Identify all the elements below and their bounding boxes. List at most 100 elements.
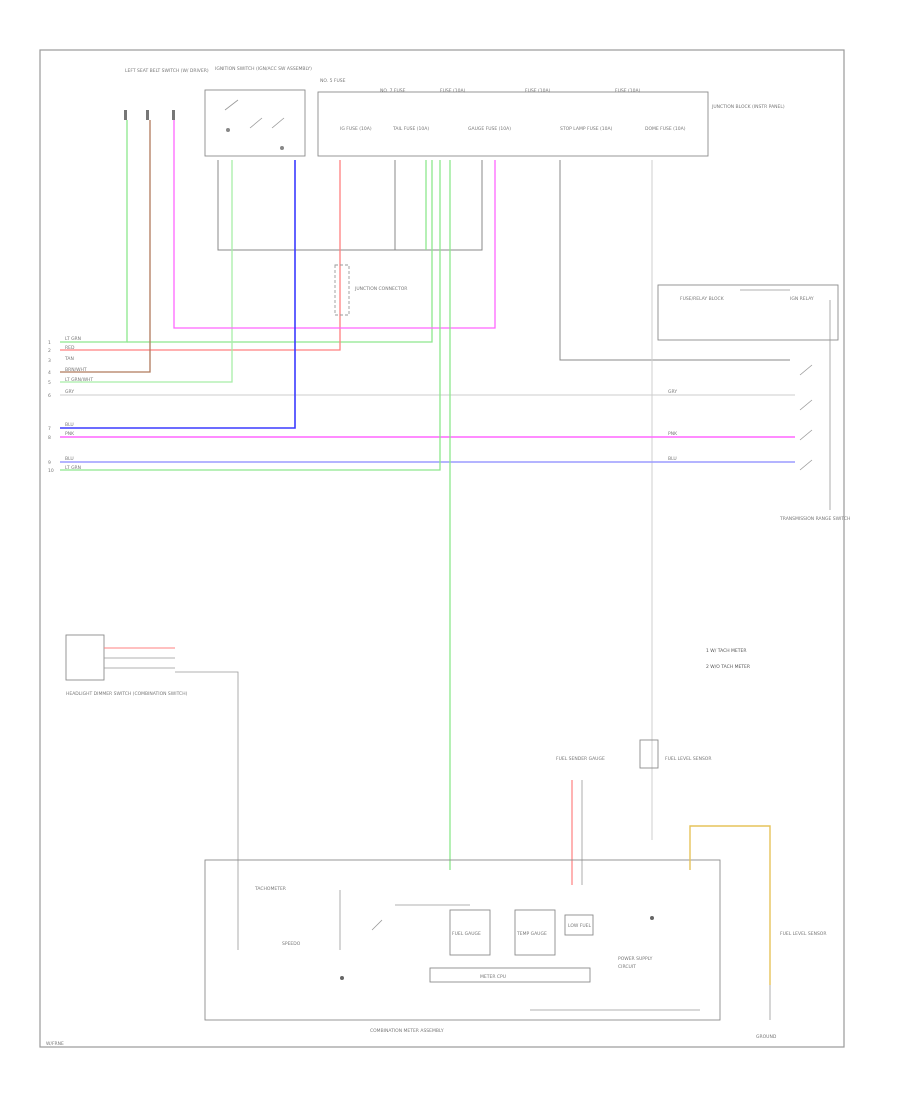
meter-cpu-box	[429, 967, 591, 983]
junction-block-label: JUNCTION BLOCK (INSTR PANEL)	[711, 104, 785, 110]
ignition-relay-label: IGN RELAY	[790, 296, 814, 302]
relay-block-label: FUSE/RELAY BLOCK	[680, 296, 725, 302]
wire-color-label: GRY	[65, 389, 74, 395]
switch-contact	[249, 117, 263, 129]
fuse-label: FUSE (10A)	[525, 88, 551, 94]
temp-gauge-label: TEMP GAUGE	[516, 931, 547, 937]
wire-color-labels: LT GRN RED TAN BRN/WHT LT GRN/WHT GRY BL…	[64, 336, 93, 471]
headlamp-switch: HEADLIGHT DIMMER SWITCH (COMBINATION SWI…	[65, 634, 239, 950]
left-pin-labels: 1 2 3 4 5 6 7 8 9 10	[48, 340, 54, 474]
switch-contact	[799, 399, 813, 411]
tach-label: TACHOMETER	[254, 886, 286, 892]
fuel-level-sensor-label: FUEL LEVEL SENSOR	[665, 756, 711, 762]
relay-block-box	[657, 284, 839, 341]
wire-color-label: PNK	[65, 431, 75, 437]
temp-gauge-box	[514, 909, 556, 956]
wire-color-label: BRN/WHT	[65, 367, 87, 373]
fuel-sender-label: FUEL SENDER GAUGE	[556, 756, 605, 762]
wire-color-label: PNK	[668, 431, 678, 437]
power-supply-label: POWER SUPPLY	[618, 956, 653, 962]
pin-label: 4	[48, 370, 51, 376]
left-seatbelt-switch: LEFT SEAT BELT SWITCH (W/ DRIVER)	[124, 68, 209, 120]
wire-color-label: LT GRN/WHT	[65, 377, 93, 383]
junction-connector: JUNCTION CONNECTOR	[334, 264, 407, 316]
wire-red	[60, 160, 341, 351]
pin-label: 10	[48, 468, 54, 474]
wire-color-label: LT GRN	[65, 336, 81, 342]
pin-label: 1	[48, 340, 51, 346]
switch-contact	[799, 459, 813, 471]
fuel-gauge-box	[449, 909, 491, 956]
ignition-switch-box	[204, 89, 306, 157]
switch-node	[226, 128, 230, 132]
node	[650, 916, 654, 920]
combination-meter: COMBINATION METER ASSEMBLY FUEL GAUGE TE…	[204, 859, 721, 1034]
circuit-label: CIRCUIT	[618, 964, 636, 970]
relay-block: FUSE/RELAY BLOCK IGN RELAY	[657, 284, 839, 341]
wire-color-label: BLU	[668, 456, 677, 462]
switch-node	[280, 146, 284, 150]
pin-label: 9	[48, 460, 51, 466]
low-fuel-label: LOW FUEL	[568, 923, 591, 929]
low-fuel-box	[564, 914, 594, 936]
switch-contact	[799, 429, 813, 441]
headlamp-switch-box	[65, 634, 105, 681]
junction-block: NO. 5 FUSE NO. 7 FUSE FUSE (10A) FUSE (1…	[317, 78, 785, 157]
fuel-level-sensor: FUEL LEVEL SENSOR	[639, 739, 711, 769]
legend-item: 1 W/ TACH METER	[706, 648, 747, 654]
junction-block-box	[317, 91, 709, 157]
fuel-tank-circuit: FUEL LEVEL SENSOR GROUND	[689, 825, 826, 1040]
pin-label: 7	[48, 426, 51, 432]
fuse-wire-gray	[559, 160, 790, 361]
pin-label: 5	[48, 380, 51, 386]
connector-pin	[146, 110, 149, 120]
wire-yellow	[689, 825, 771, 985]
wire-blue	[60, 160, 296, 429]
combination-meter-label: COMBINATION METER ASSEMBLY	[370, 1028, 444, 1034]
fuse-label: IG FUSE (10A)	[340, 126, 372, 132]
gray-bus-wires	[217, 160, 790, 840]
wire-green-long	[60, 160, 441, 471]
wire-color-label: RED	[65, 345, 75, 351]
wire-brown	[60, 120, 151, 373]
ground-label: GROUND	[756, 1034, 777, 1040]
pin-label: 3	[48, 358, 51, 364]
wire-lt-green	[127, 160, 433, 343]
wire-color-label: LT GRN	[65, 465, 81, 471]
fuse-label: TAIL FUSE (10A)	[392, 126, 429, 132]
fuse-label: DOME FUSE (10A)	[645, 126, 686, 132]
fuse-label: NO. 5 FUSE	[320, 78, 346, 84]
harness-wires	[60, 120, 795, 870]
switch-contact	[271, 117, 285, 129]
speedo-label: SPEEDO	[282, 941, 301, 947]
fuse-label: GAUGE FUSE (10A)	[468, 126, 511, 132]
fuse-label: FUSE (10A)	[615, 88, 641, 94]
headlamp-switch-label: HEADLIGHT DIMMER SWITCH (COMBINATION SWI…	[66, 691, 188, 697]
switch-contact	[799, 364, 813, 376]
legend-item: 2 W/O TACH METER	[706, 664, 750, 670]
fuse-label: STOP LAMP FUSE (10A)	[560, 126, 613, 132]
switch-contact	[371, 919, 383, 931]
wire-color-label: TAN	[64, 356, 74, 362]
junction-connector-label: JUNCTION CONNECTOR	[354, 286, 407, 292]
diagram-frame	[39, 49, 845, 1048]
wire-pink	[173, 120, 496, 329]
footer-code: W/FRNE	[46, 1041, 64, 1047]
switch-contact	[224, 99, 239, 111]
wire-color-label: BLU	[65, 456, 74, 462]
ignition-switch: IGNITION SWITCH (IGN/ACC SW ASSEMBLY)	[204, 66, 312, 157]
fuel-gauge-label: FUEL GAUGE	[452, 931, 481, 937]
wire-to-cluster	[175, 671, 239, 950]
meter-cpu-label: METER CPU	[480, 974, 506, 980]
transmission-range-switch: TRANSMISSION RANGE SWITCH GRY PNK BLU	[668, 300, 850, 522]
ground-node	[340, 976, 344, 980]
left-seatbelt-switch-label: LEFT SEAT BELT SWITCH (W/ DRIVER)	[125, 68, 209, 74]
wire-lt-grn-wht	[60, 160, 233, 383]
transmission-range-switch-label: TRANSMISSION RANGE SWITCH	[779, 516, 850, 522]
pin-label: 2	[48, 348, 51, 354]
wire-color-label: GRY	[668, 389, 677, 395]
fuse-label: FUSE (10A)	[440, 88, 466, 94]
connector-pin	[172, 110, 175, 120]
wire-color-label: BLU	[65, 422, 74, 428]
